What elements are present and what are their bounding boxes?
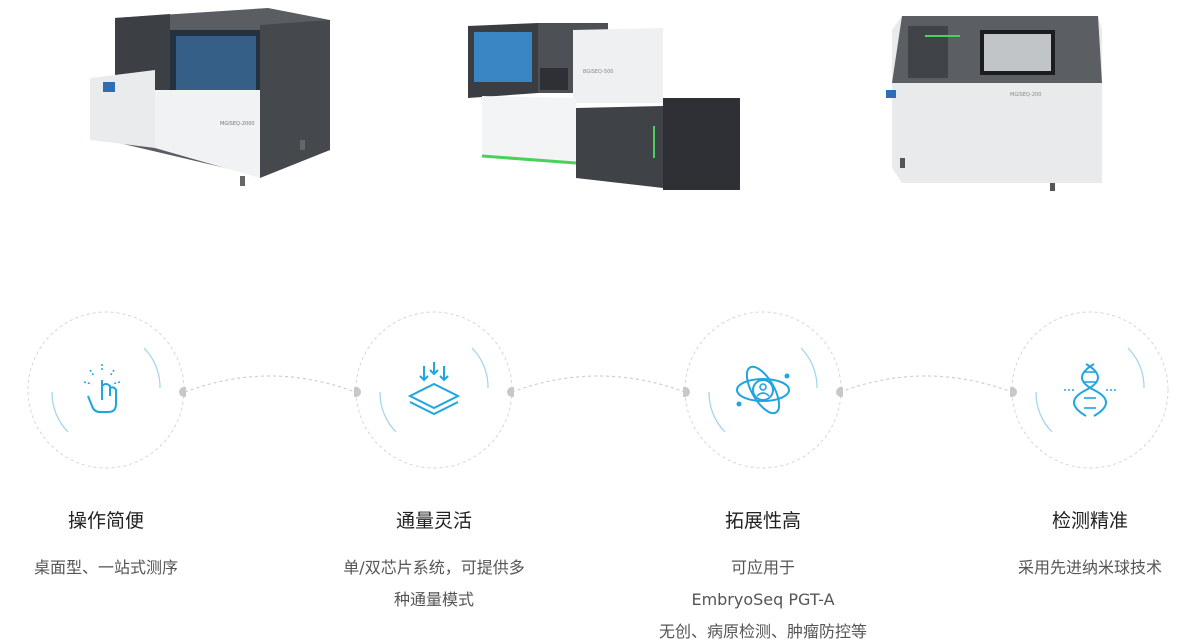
feature-description: 单/双芯片系统，可提供多 种通量模式 [284, 552, 584, 616]
desc-line: 单/双芯片系统，可提供多 [343, 558, 525, 577]
atom-person-icon [736, 365, 790, 415]
desc-line: EmbryoSeq PGT-A [691, 590, 835, 609]
sequencer-3-image: MGISEQ-200 [886, 16, 1102, 191]
machine-label: MGISEQ-200 [1010, 92, 1041, 98]
feature-title: 检测精准 [1051, 510, 1128, 532]
feature-ring [1010, 311, 1169, 469]
desc-line: 可应用于 [730, 558, 795, 577]
hand-pointer-icon [83, 364, 121, 413]
desc-line: 无创、病原检测、肿瘤防控等 [658, 622, 867, 641]
feature-title: 拓展性高 [724, 510, 801, 532]
sequencer-1-image: MGISEQ-2000 [90, 8, 330, 186]
feature-description: 采用先进纳米球技术 [940, 552, 1179, 584]
layers-arrows-icon [407, 362, 461, 416]
feature-title: 通量灵活 [395, 510, 472, 532]
feature-description: 可应用于 EmbryoSeq PGT-A 无创、病原检测、肿瘤防控等 [613, 552, 913, 644]
desc-line: 桌面型、一站式测序 [33, 558, 178, 577]
desc-line: 种通量模式 [393, 590, 474, 609]
sequencer-2-image: BGISEQ-500 [468, 23, 740, 190]
dna-icon [1064, 363, 1116, 417]
feature-ring [354, 311, 514, 469]
desc-line: 采用先进纳米球技术 [1017, 558, 1162, 577]
feature-description: 桌面型、一站式测序 [0, 552, 256, 584]
machine-label: MGISEQ-2000 [220, 121, 255, 127]
feature-ring [27, 311, 186, 469]
feature-title: 操作简便 [67, 510, 144, 532]
feature-ring [683, 311, 843, 469]
machine-label: BGISEQ-500 [583, 69, 613, 75]
